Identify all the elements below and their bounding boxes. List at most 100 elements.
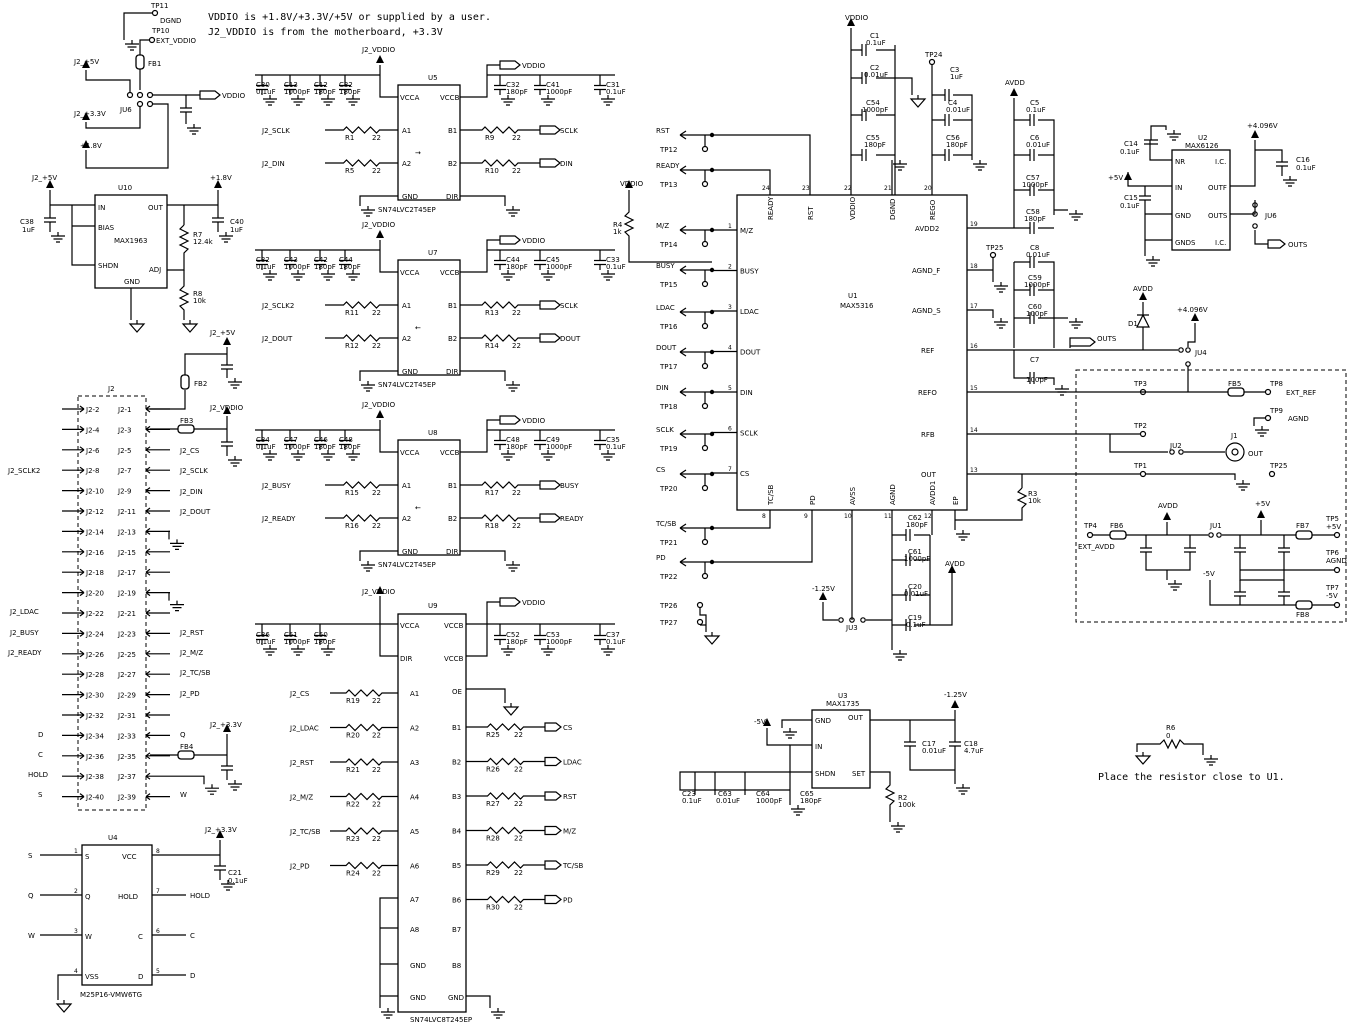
- ju1-pin2: [1216, 532, 1222, 538]
- u3-right-wires: [870, 710, 961, 822]
- ground-icon: [500, 94, 516, 106]
- u1-testpoint-label: TP26: [659, 602, 678, 610]
- j2-net-w: W: [180, 791, 187, 799]
- j2-pin-left: J2-34: [85, 732, 104, 740]
- c57-value: 1000pF: [1022, 181, 1048, 189]
- cap-ref: C36: [256, 631, 270, 639]
- net-port-icon: [544, 722, 562, 732]
- cap-ref: C32: [339, 81, 353, 89]
- j2-pin-left: J2-4: [85, 426, 100, 434]
- j2-pin-arrow-icon: [145, 691, 151, 699]
- j2-pin-left: J2-16: [85, 549, 104, 557]
- ground-icon: [360, 560, 376, 572]
- j2-pin-right: J2-21: [117, 610, 136, 618]
- tp11-label: TP11: [150, 2, 168, 10]
- u3-part: MAX1735: [826, 700, 859, 708]
- ground-icon: [600, 269, 616, 281]
- tp6-circle: [1333, 566, 1341, 574]
- shifter-res: [460, 126, 540, 134]
- tp25-label: TP25: [1269, 462, 1287, 470]
- j2-5v-wire: [85, 70, 131, 92]
- j1-outer: [1225, 442, 1245, 462]
- j2-pin-left: J2-28: [85, 671, 104, 679]
- j2-pin-arrow-icon: [79, 609, 85, 617]
- net-port-icon: [539, 158, 561, 168]
- u1-pin-num: 16: [970, 343, 978, 350]
- u9-net-left: J2_RST: [289, 759, 314, 767]
- c55-value: 180pF: [864, 141, 886, 149]
- ground-icon: [500, 644, 516, 656]
- r7-value: 12.4k: [193, 238, 214, 246]
- u1-pin-name: LDAC: [740, 308, 759, 316]
- tp5-5v-label: +5V: [1326, 523, 1341, 531]
- u1-pin-name: AGND: [889, 484, 897, 505]
- cap-val: 180pF: [339, 263, 361, 271]
- u4-pn-7: 7: [156, 888, 160, 895]
- u2-right-wires: [1230, 140, 1288, 245]
- c16-value: 0.1uF: [1296, 164, 1316, 172]
- ground-icon: [1054, 384, 1070, 396]
- u3-m5v-label: -5V: [754, 718, 766, 726]
- u2-part: MAX6126: [1185, 142, 1219, 150]
- pin-dir: DIR: [446, 548, 458, 556]
- tp5-circle: [1333, 531, 1341, 539]
- u1-top-cap-wires: [850, 28, 913, 195]
- shifter-gnd-wire: [359, 195, 506, 206]
- out-wires: [967, 433, 1168, 488]
- res-ref: R21: [346, 766, 360, 774]
- u1-pin-num: 4: [728, 345, 732, 352]
- u1-pin-num: 24: [762, 185, 770, 192]
- j2-pin-left: J2-8: [85, 467, 100, 475]
- shifter-cap: [594, 255, 606, 270]
- c14-label: C14: [1124, 140, 1138, 148]
- ju6-pin2: [1252, 211, 1258, 217]
- vddio-port-icon: [499, 235, 521, 245]
- shifter-cap: [314, 80, 326, 95]
- u1-pin-num: 23: [802, 185, 810, 192]
- j2-net-hold: HOLD: [28, 771, 48, 779]
- j1-inner: [1231, 448, 1239, 456]
- c1-label: C1: [870, 32, 879, 40]
- j2-pin-left: J2-32: [85, 712, 104, 720]
- p4096-arrow-icon: [1251, 130, 1259, 138]
- j2-net-ready: J2_READY: [7, 649, 42, 657]
- j2-pin-arrow-icon: [79, 425, 85, 433]
- u10-part: MAX1963: [114, 237, 147, 245]
- ju5-pin1: [146, 91, 154, 99]
- pin-vcca: VCCA: [400, 94, 420, 102]
- avdd-arrow-icon: [1139, 292, 1147, 300]
- cap-val: 1000pF: [284, 88, 310, 96]
- tp3-label: TP3: [1133, 380, 1147, 388]
- c57-label: C57: [1026, 174, 1040, 182]
- u1-pin-name: DIN: [740, 389, 753, 397]
- pin-gnd: GND: [402, 193, 418, 201]
- c15-value: 0.1uF: [1120, 202, 1140, 210]
- fb7-label: FB7: [1296, 522, 1309, 530]
- fb1-icon: [135, 54, 145, 70]
- u10-pin-shdn: SHDN: [98, 262, 118, 270]
- u1-pins: M/Z1BUSY2LDAC3DOUT4DIN5SCLK6CS7READY24RS…: [712, 134, 978, 563]
- ground-icon: [540, 644, 556, 656]
- u1-pin-name: M/Z: [740, 227, 753, 235]
- res-ref: R5: [345, 167, 354, 175]
- ju4-pin1: [1185, 347, 1191, 353]
- c23-value: 0.1uF: [682, 797, 702, 805]
- ground-icon: [186, 123, 202, 135]
- j2-pin-right: J2-39: [117, 794, 136, 802]
- pin-vccb: VCCB: [440, 269, 460, 277]
- u1-input-wire: [679, 130, 712, 140]
- u1-bottom-cap-plates: [905, 529, 911, 631]
- j2-pin-arrow-icon: [145, 752, 151, 760]
- res-val: 22: [372, 309, 381, 317]
- shifter-net-left: J2_DIN: [261, 160, 285, 168]
- j2-net-ldac: J2_LDAC: [9, 608, 39, 616]
- res-val: 22: [372, 134, 381, 142]
- u3-pin-gnd: GND: [815, 717, 831, 725]
- tp10-circle: [148, 36, 156, 44]
- u1-body: [736, 194, 968, 511]
- u9-vccb-rail: [466, 601, 615, 703]
- u9-pin-b: B1: [452, 724, 461, 732]
- ju2-wires: [1145, 451, 1236, 480]
- cap-val: 1000pF: [284, 263, 310, 271]
- ground-icon: [169, 538, 185, 551]
